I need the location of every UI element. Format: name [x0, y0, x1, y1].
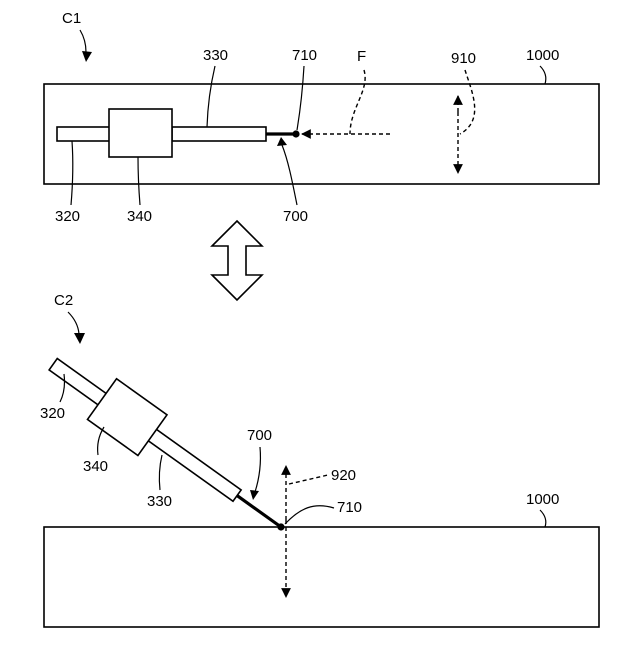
surface-1000-bottom: [44, 527, 599, 627]
config-c2: C2 1000 920 700 710 320: [39, 292, 599, 627]
tip-end-710-top: [292, 130, 299, 137]
leader-700-bottom-arrowhead-icon: [250, 490, 259, 500]
c2-arrowhead-icon: [74, 333, 85, 344]
shaft-330-bottom: [147, 428, 241, 501]
leader-1000-top: [540, 66, 546, 84]
double-arrow-icon: [212, 221, 262, 300]
label-710-bottom: 710: [337, 499, 362, 516]
label-340-top: 340: [127, 208, 152, 225]
shaft-330-top: [172, 127, 266, 141]
c2-leader: [68, 312, 79, 334]
label-340-bottom: 340: [83, 458, 108, 475]
leader-700-bottom: [255, 447, 260, 492]
leader-1000-bottom: [540, 510, 546, 527]
tip-end-710-bottom: [277, 523, 284, 530]
label-f: F: [357, 48, 366, 65]
config-label-c2: C2: [54, 292, 73, 309]
c1-arrowhead-icon: [82, 51, 92, 62]
leader-330-bottom: [159, 455, 162, 490]
config-c1: C1 1000 F 910 330 710 320 340: [44, 10, 599, 225]
label-700-bottom: 700: [247, 427, 272, 444]
label-910: 910: [451, 50, 476, 67]
label-710-top: 710: [292, 47, 317, 64]
label-1000-bottom: 1000: [526, 491, 559, 508]
label-1000-top: 1000: [526, 47, 559, 64]
config-label-c1: C1: [62, 10, 81, 27]
label-320-top: 320: [55, 208, 80, 225]
label-330-bottom: 330: [147, 493, 172, 510]
leader-710-bottom: [285, 506, 334, 524]
instrument-c2: [39, 344, 296, 547]
label-320-bottom: 320: [40, 405, 65, 422]
leader-920: [289, 475, 328, 484]
label-700-top: 700: [283, 208, 308, 225]
c1-leader: [80, 30, 86, 52]
label-920: 920: [331, 467, 356, 484]
label-330-top: 330: [203, 47, 228, 64]
rod-320-top: [57, 127, 110, 141]
tip-700-bottom: [237, 496, 281, 527]
body-340-top: [109, 109, 172, 157]
